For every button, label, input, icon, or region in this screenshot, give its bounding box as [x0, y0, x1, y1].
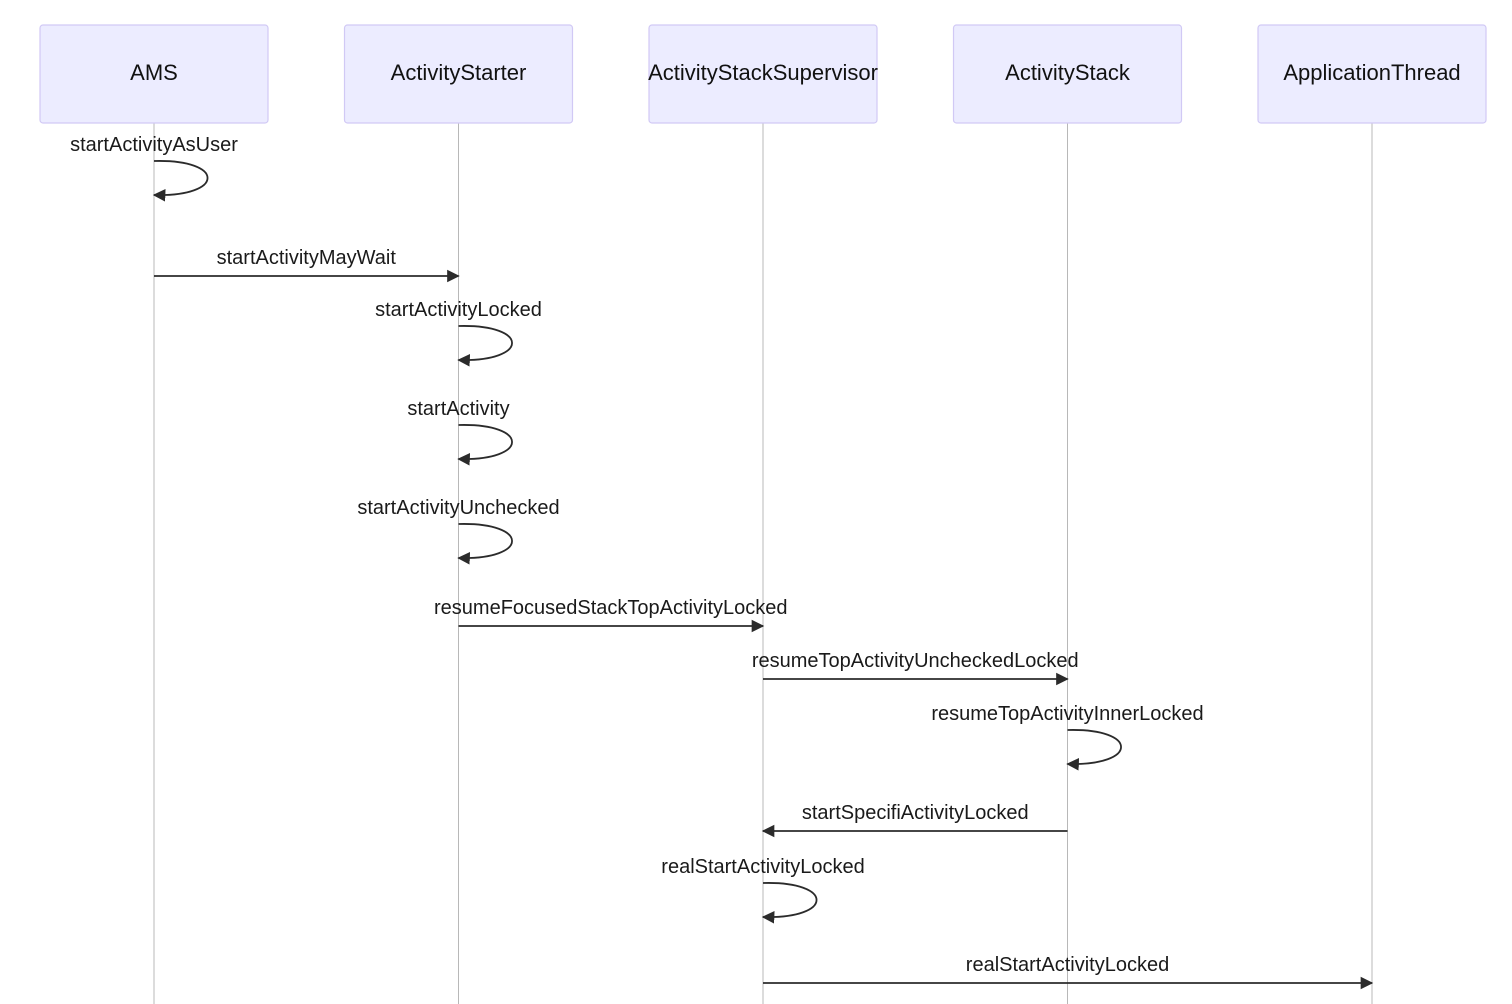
message: startActivity	[407, 398, 513, 466]
message: startActivityLocked	[375, 299, 542, 367]
participant-label: ActivityStack	[1005, 60, 1131, 85]
message-label: startActivityAsUser	[70, 134, 238, 156]
participant-box	[1257, 24, 1487, 124]
self-message-arrow	[152, 160, 209, 202]
participant-ActivityStarter: ActivityStarter	[343, 24, 574, 124]
participant-box	[343, 24, 574, 124]
self-message-arrow	[761, 882, 818, 924]
message-label: realStartActivityLocked	[966, 954, 1169, 976]
message-label: startActivity	[407, 398, 509, 420]
message: startSpecifiActivityLocked	[761, 802, 1068, 838]
messages: startActivityAsUser startActivityMayWait s…	[70, 134, 1374, 990]
message-label: startActivityUnchecked	[357, 497, 559, 519]
message-label: resumeFocusedStackTopActivityLocked	[434, 597, 788, 619]
message: startActivityUnchecked	[357, 497, 560, 565]
message-label: resumeTopActivityInnerLocked	[931, 703, 1203, 725]
message-label: startActivityLocked	[375, 299, 542, 321]
participant-label: AMS	[130, 60, 178, 85]
message: startActivityMayWait	[154, 247, 460, 283]
participants: AMS ActivityStarter ActivityStackSuperviso…	[39, 24, 1487, 124]
message: resumeFocusedStackTopActivityLocked	[434, 597, 788, 633]
message-label: resumeTopActivityUncheckedLocked	[752, 650, 1079, 672]
participant-ApplicationThread: ApplicationThread	[1257, 24, 1487, 124]
message: realStartActivityLocked	[763, 954, 1374, 990]
participant-ActivityStack: ActivityStack	[952, 24, 1183, 124]
self-message-arrow	[457, 325, 513, 367]
message: startActivityAsUser	[70, 134, 238, 202]
participant-box	[39, 24, 269, 124]
message: resumeTopActivityUncheckedLocked	[752, 650, 1079, 686]
participant-box	[952, 24, 1183, 124]
participant-label: ActivityStarter	[391, 60, 527, 85]
participant-label: ActivityStackSupervisor	[648, 60, 878, 85]
message: realStartActivityLocked	[661, 856, 865, 924]
participant-AMS: AMS	[39, 24, 269, 124]
message-label: startActivityMayWait	[217, 247, 397, 269]
participant-label: ApplicationThread	[1283, 60, 1460, 85]
participant-box	[648, 24, 878, 124]
message: resumeTopActivityInnerLocked	[931, 703, 1204, 771]
self-message-arrow	[1066, 729, 1122, 771]
self-message-arrow	[457, 523, 513, 565]
self-message-arrow	[457, 424, 513, 466]
message-label: realStartActivityLocked	[661, 856, 864, 878]
message-label: startSpecifiActivityLocked	[802, 802, 1029, 824]
participant-ActivityStackSupervisor: ActivityStackSupervisor	[648, 24, 878, 124]
